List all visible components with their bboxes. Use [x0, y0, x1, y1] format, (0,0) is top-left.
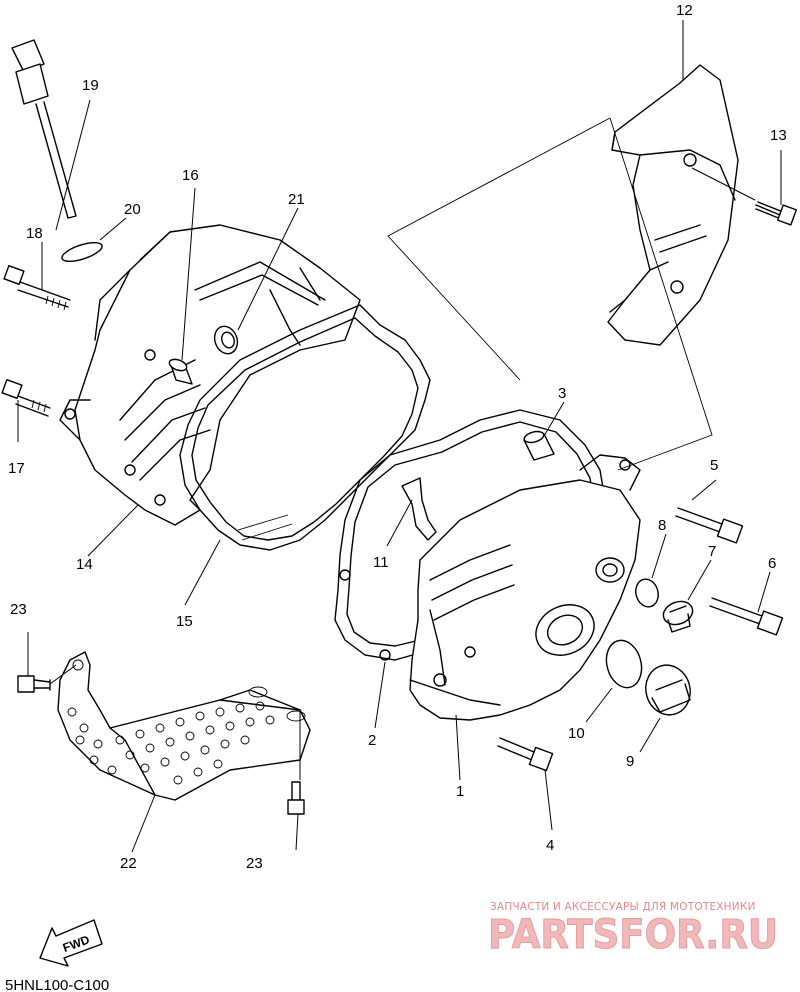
part-4-bolt[interactable] [497, 737, 554, 772]
part-13-bolt[interactable] [755, 201, 798, 226]
part-23-bolt-upper[interactable] [17, 675, 51, 693]
part-11-clip[interactable] [401, 477, 437, 541]
callout-labels: 12 13 19 20 18 16 21 17 14 15 11 3 5 8 7… [8, 2, 787, 872]
watermark-brand: PARTSFOR.RU [488, 912, 778, 958]
part-16-dowel-pin[interactable] [168, 357, 193, 385]
callout-9[interactable]: 9 [626, 753, 634, 770]
callout-20[interactable]: 20 [124, 201, 141, 218]
part-1-crankcase-cover[interactable] [409, 454, 641, 721]
part-9-plug[interactable] [640, 660, 695, 720]
part-18-bolt[interactable] [3, 264, 71, 311]
callout-23-upper[interactable]: 23 [10, 601, 27, 618]
callout-11[interactable]: 11 [373, 554, 389, 571]
part-6-bolt[interactable] [709, 597, 784, 636]
assembly-outline [387, 117, 713, 471]
callout-10[interactable]: 10 [568, 725, 585, 742]
callout-15[interactable]: 15 [176, 613, 193, 630]
callout-17[interactable]: 17 [8, 460, 25, 477]
callout-1[interactable]: 1 [456, 783, 464, 800]
part-8-o-ring[interactable] [633, 577, 661, 610]
callout-5[interactable]: 5 [710, 457, 718, 474]
part-17-bolt[interactable] [1, 378, 51, 417]
diagram-code: 5HNL100-C100 [5, 977, 109, 992]
callout-13[interactable]: 13 [770, 127, 787, 144]
part-22-skid-plate[interactable] [57, 651, 311, 801]
part-7-plug[interactable] [660, 598, 696, 633]
callout-2[interactable]: 2 [368, 732, 376, 749]
callout-21[interactable]: 21 [288, 191, 305, 208]
callout-14[interactable]: 14 [76, 556, 93, 573]
callout-22[interactable]: 22 [120, 855, 137, 872]
callout-4[interactable]: 4 [546, 837, 554, 854]
part-14-crankcase-cover[interactable] [59, 224, 361, 526]
callout-7[interactable]: 7 [708, 543, 716, 560]
watermark-tagline: ЗАПЧАСТИ И АКСЕССУАРЫ ДЛЯ МОТОТЕХНИКИ [490, 901, 756, 913]
part-5-bolt[interactable] [675, 507, 744, 544]
callout-18[interactable]: 18 [26, 225, 43, 242]
callout-6[interactable]: 6 [768, 555, 776, 572]
fwd-arrow-icon: FWD [39, 919, 103, 967]
callout-23-lower[interactable]: 23 [246, 855, 263, 872]
part-21-oil-seal[interactable] [211, 323, 241, 357]
part-3-dowel-pin[interactable] [523, 430, 555, 461]
part-10-o-ring[interactable] [601, 636, 646, 691]
part-12-sprocket-cover[interactable] [607, 64, 739, 346]
leader-lines [17, 20, 782, 853]
part-20-o-ring[interactable] [60, 239, 104, 265]
callout-12[interactable]: 12 [676, 2, 693, 19]
part-23-bolt-lower[interactable] [287, 781, 305, 815]
callout-16[interactable]: 16 [182, 167, 199, 184]
callout-19[interactable]: 19 [82, 77, 99, 94]
callout-8[interactable]: 8 [658, 517, 666, 534]
callout-3[interactable]: 3 [558, 385, 566, 402]
part-19-dipstick[interactable] [11, 39, 77, 219]
